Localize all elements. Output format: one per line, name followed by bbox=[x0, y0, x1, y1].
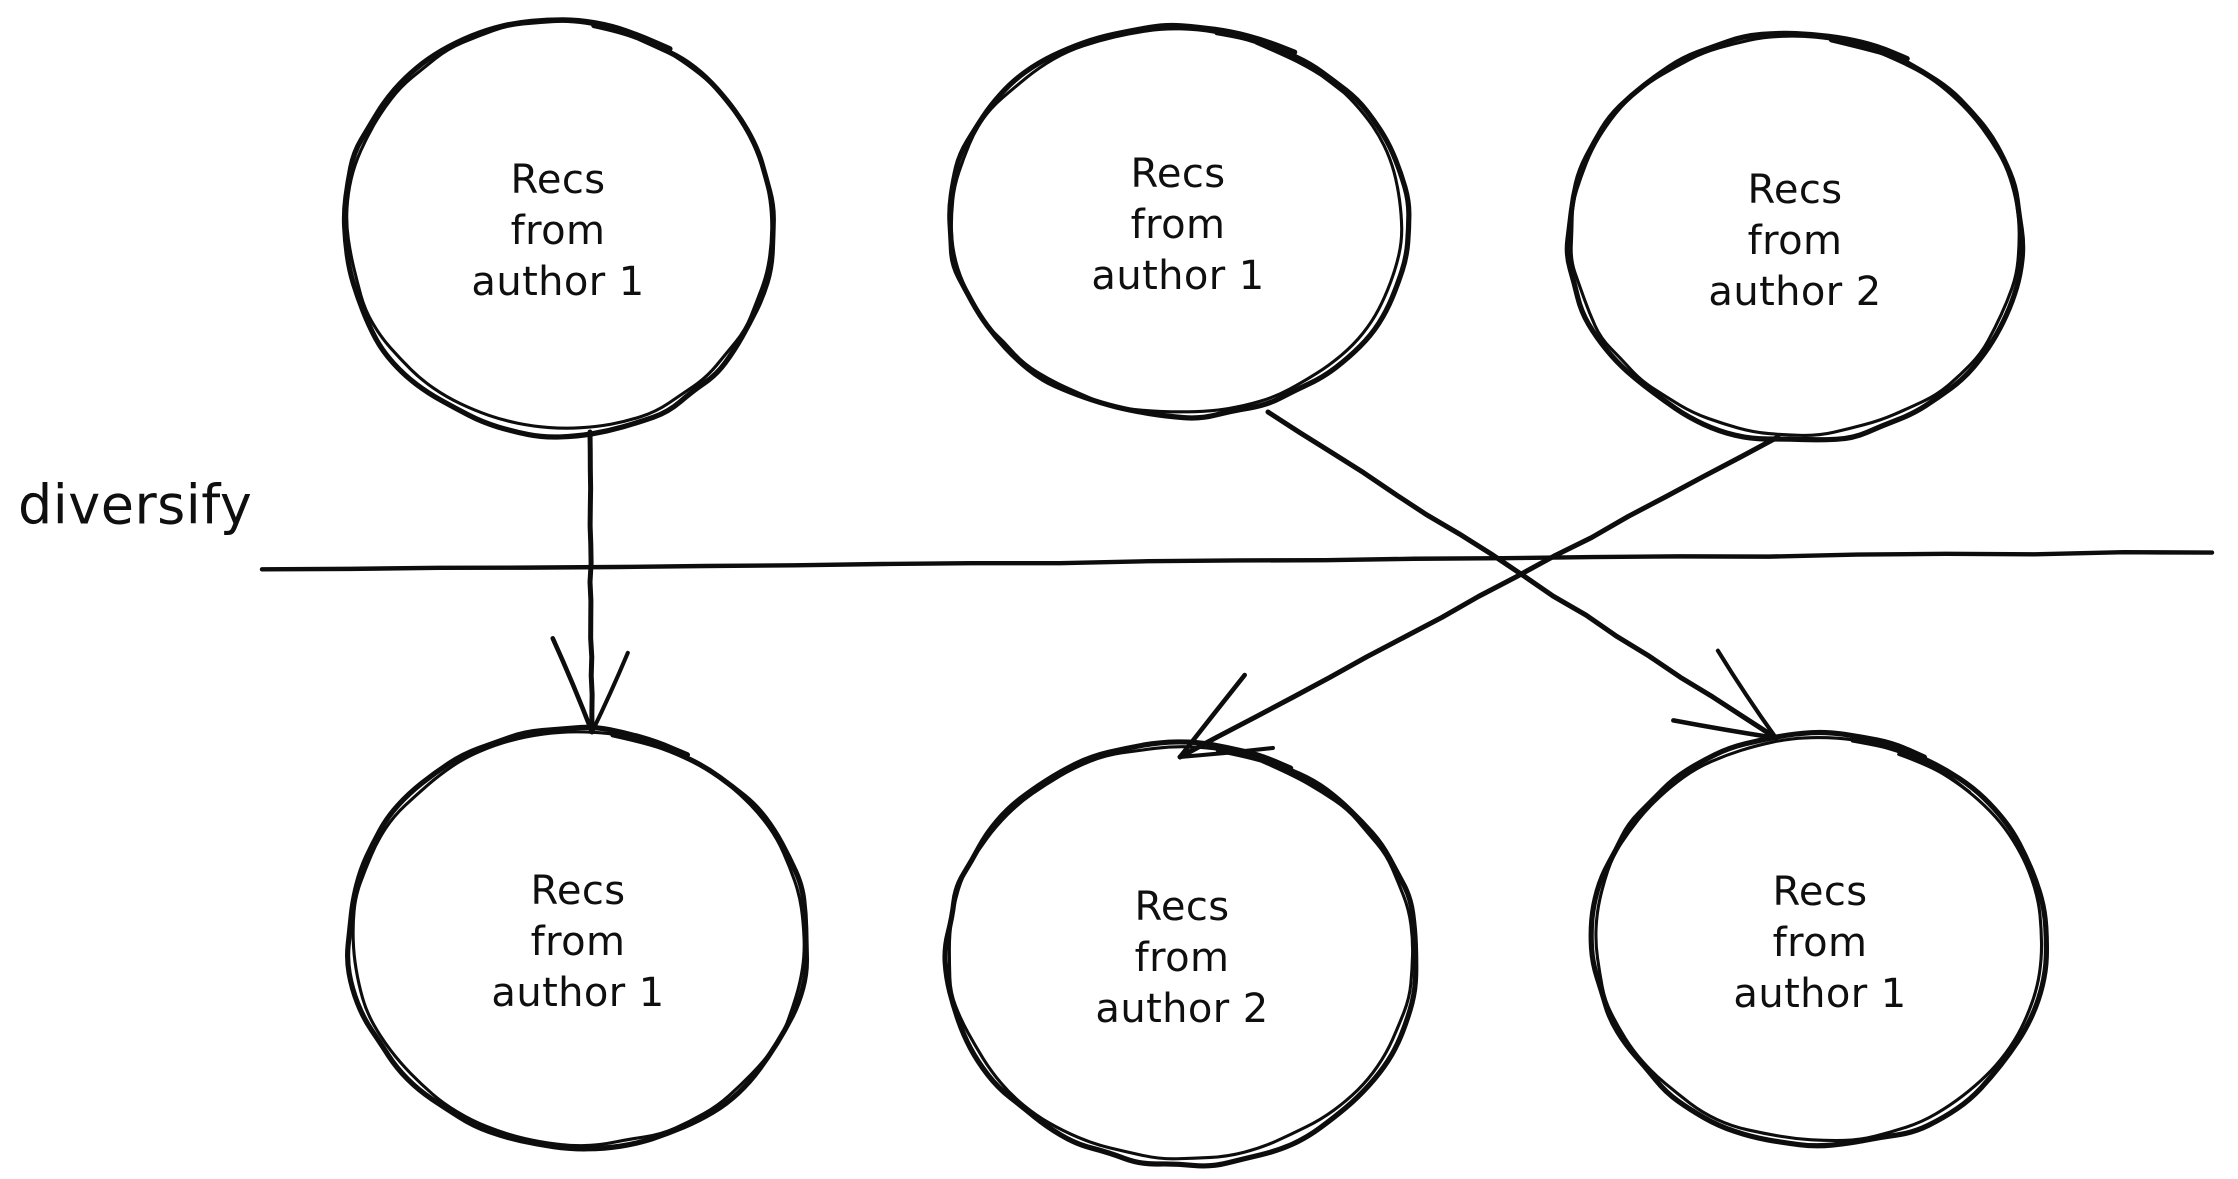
node-outlines-group bbox=[341, 17, 2050, 1169]
arrow-top-right-to-bottom-middle[interactable] bbox=[1177, 434, 1781, 760]
node-bottom-author-1-outline[interactable] bbox=[345, 724, 810, 1152]
diversify-label: diversify bbox=[18, 473, 253, 537]
arrow-top-right-to-bottom-middle-shaft bbox=[1177, 434, 1781, 760]
divider-group bbox=[259, 550, 2215, 572]
node-bottom-author-2-outline[interactable] bbox=[942, 739, 1419, 1169]
diversify-divider-line bbox=[259, 550, 2215, 572]
arrow-top-left-to-bottom-left-barb-2 bbox=[589, 650, 630, 735]
arrow-top-middle-to-bottom-right-barb-1 bbox=[1671, 718, 1779, 741]
node-top-author-1-b-outline[interactable] bbox=[947, 22, 1412, 421]
arrow-top-left-to-bottom-left-barb-1 bbox=[550, 636, 595, 735]
arrow-top-right-to-bottom-middle-barb-1 bbox=[1177, 672, 1247, 760]
arrow-top-middle-to-bottom-right-barb-2 bbox=[1715, 648, 1779, 741]
arrow-top-left-to-bottom-left[interactable] bbox=[550, 429, 630, 735]
arrow-top-right-to-bottom-middle-barb-2 bbox=[1177, 745, 1275, 760]
node-top-author-2-outline[interactable] bbox=[1564, 30, 2026, 443]
node-bottom-author-1-b-outline[interactable] bbox=[1588, 729, 2050, 1149]
node-top-author-1-outline[interactable] bbox=[341, 17, 776, 440]
arrow-top-left-to-bottom-left-shaft bbox=[587, 429, 595, 735]
arrows-group bbox=[550, 409, 1781, 760]
